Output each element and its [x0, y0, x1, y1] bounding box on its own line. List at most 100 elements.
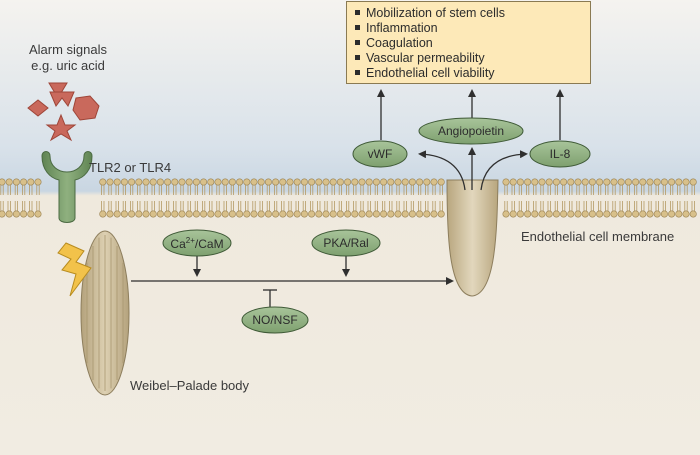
lipid-head: [113, 178, 121, 186]
node-shapes: [162, 117, 591, 334]
lipid-head: [178, 210, 186, 218]
lipid-tail: [382, 185, 386, 195]
lipid-head: [344, 210, 352, 218]
lipid-head: [624, 178, 632, 186]
lipid-tail: [641, 201, 645, 211]
lipid-tail: [338, 201, 342, 211]
lipid-tail: [590, 185, 594, 195]
lipid-head: [228, 210, 236, 218]
lipid-head: [437, 210, 445, 218]
lipid-tail: [281, 201, 285, 211]
lipid-head: [164, 210, 172, 218]
lipid-head: [308, 210, 316, 218]
lipid-head: [257, 178, 265, 186]
lipid-head: [185, 210, 193, 218]
lipid-tail: [626, 201, 630, 211]
lipid-tail: [202, 201, 206, 211]
lipid-tail: [266, 185, 270, 195]
lipid-head: [588, 178, 596, 186]
lipid-tail: [137, 201, 141, 211]
ca-cam-label: Ca2+/CaM: [163, 236, 231, 251]
weibel-palade-body: [80, 230, 130, 396]
lipid-head: [106, 178, 114, 186]
lipid-head: [5, 178, 13, 186]
lipid-head: [5, 210, 13, 218]
lipid-head: [12, 178, 20, 186]
lipid-tail: [518, 185, 522, 195]
lipid-tail: [655, 201, 659, 211]
effect-item: Mobilization of stem cells: [355, 6, 582, 21]
lipid-head: [300, 178, 308, 186]
receptor-label: TLR2 or TLR4: [89, 160, 172, 175]
lipid-head: [207, 210, 215, 218]
lipid-tail: [511, 201, 515, 211]
lipid-tail: [331, 201, 335, 211]
lipid-head: [675, 178, 683, 186]
lipid-tail: [360, 201, 364, 211]
lipid-head: [243, 210, 251, 218]
lipid-head: [682, 210, 690, 218]
lipid-head: [502, 210, 510, 218]
lipid-tail: [540, 185, 544, 195]
lipid-tail: [238, 201, 242, 211]
lipid-tail: [691, 201, 695, 211]
lipid-head: [682, 178, 690, 186]
alarm-signal-molecules: [27, 82, 100, 142]
lipid-tail: [619, 185, 623, 195]
lipid-head: [646, 210, 654, 218]
lipid-tail: [274, 201, 278, 211]
lipid-tail: [605, 185, 609, 195]
lipid-tail: [216, 185, 220, 195]
effect-text: Mobilization of stem cells: [366, 6, 505, 20]
lipid-tail: [122, 201, 126, 211]
lipid-head: [315, 210, 323, 218]
lipid-head: [207, 178, 215, 186]
tlr-receptor: [41, 151, 93, 223]
effect-item: Inflammation: [355, 21, 582, 36]
lipid-head: [660, 210, 668, 218]
lipid-head: [603, 178, 611, 186]
lipid-tail: [29, 201, 33, 211]
lipid-head: [552, 178, 560, 186]
lipid-head: [120, 178, 128, 186]
no-nsf-label: NO/NSF: [252, 313, 298, 327]
release-to-vwf-arrow: [418, 150, 466, 191]
lipid-head: [365, 178, 373, 186]
lipid-tail: [324, 201, 328, 211]
alarm-signal-star: [45, 113, 77, 142]
lipid-tail: [144, 185, 148, 195]
lipid-tail: [245, 185, 249, 195]
lipid-head: [106, 210, 114, 218]
lipid-tail: [173, 185, 177, 195]
lipid-head: [344, 178, 352, 186]
lipid-tail: [634, 201, 638, 211]
effect-text: Vascular permeability: [366, 51, 485, 65]
lipid-tail: [526, 185, 530, 195]
lipid-head: [149, 178, 157, 186]
lipid-tail: [612, 201, 616, 211]
lipid-tail: [346, 201, 350, 211]
lipid-tail: [554, 201, 558, 211]
lipid-tail: [367, 185, 371, 195]
effect-text: Endothelial cell viability: [366, 66, 495, 80]
alarm-signals-line2: e.g. uric acid: [31, 58, 105, 73]
lipid-tail: [115, 201, 119, 211]
lipid-head: [610, 210, 618, 218]
lipid-head: [632, 178, 640, 186]
lipid-head: [272, 178, 280, 186]
vesicle-stripes: [86, 235, 124, 391]
vwf-label: vWF: [367, 147, 393, 161]
lipid-head: [142, 210, 150, 218]
lipid-head: [113, 210, 121, 218]
lipid-tail: [504, 201, 508, 211]
alarm-signal-chevron: [49, 91, 75, 107]
lipid-head: [351, 210, 359, 218]
lipid-head: [322, 210, 330, 218]
lipid-head: [358, 178, 366, 186]
lipid-tail: [662, 185, 666, 195]
lipid-head: [668, 178, 676, 186]
lipid-tail: [108, 185, 112, 195]
lipid-tail: [22, 185, 26, 195]
lipid-tail: [353, 185, 357, 195]
lipid-tail: [29, 185, 33, 195]
